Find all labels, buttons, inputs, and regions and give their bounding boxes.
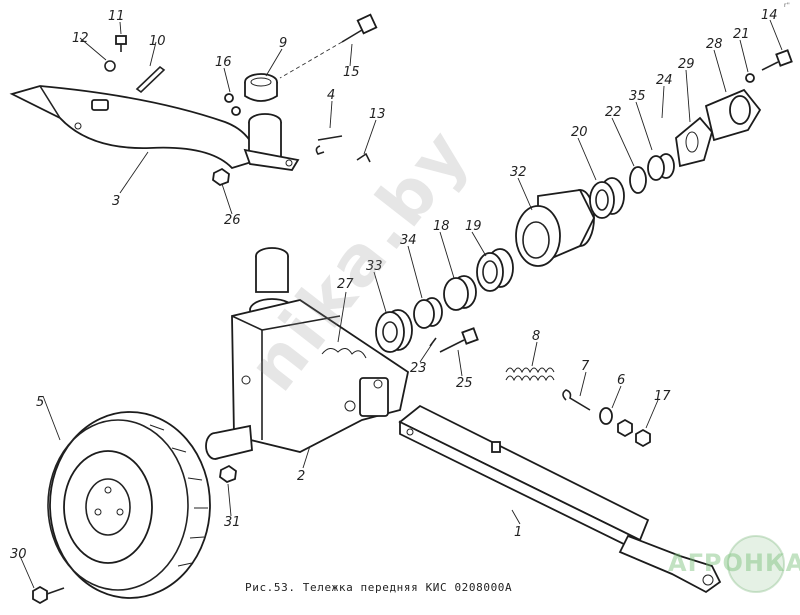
label-12: 12 — [72, 31, 89, 46]
part-bolt-14 — [761, 49, 793, 71]
corner-mark: r'' — [784, 2, 790, 9]
callout-labels: 1 2 3 4 5 6 7 8 9 10 11 12 13 14 15 16 1… — [10, 8, 778, 562]
part-chain — [321, 348, 367, 359]
label-11: 11 — [108, 9, 125, 24]
figure-caption: Рис.53. Тележка передняя КИС 0208000А — [245, 581, 513, 594]
part-washer-21 — [745, 73, 755, 83]
label-21: 21 — [733, 27, 750, 42]
part-bearing-20 — [589, 177, 625, 219]
label-7: 7 — [581, 359, 590, 374]
logo-text: АГРОНКА — [668, 549, 800, 577]
part-bearing-18 — [443, 275, 477, 311]
label-22: 22 — [605, 105, 622, 120]
part-wheel — [47, 411, 211, 599]
part-castle-nut — [647, 153, 675, 181]
part-cap-28 — [704, 88, 762, 142]
part-nut-16a — [224, 93, 234, 103]
label-35: 35 — [629, 89, 646, 104]
part-socket-bracket — [243, 113, 300, 171]
part-nut-16b — [231, 106, 241, 116]
part-seal-33 — [375, 309, 413, 353]
part-bolt-30 — [32, 585, 65, 605]
part-bolt-15 — [279, 13, 378, 79]
part-small-bolt — [115, 35, 127, 52]
logo — [727, 535, 785, 593]
part-ring-22 — [629, 166, 647, 194]
part-drawbar — [9, 85, 260, 170]
label-29: 29 — [678, 57, 695, 72]
part-pin-4 — [315, 135, 343, 155]
label-15: 15 — [343, 65, 360, 80]
part-hub — [515, 189, 596, 267]
label-17: 17 — [654, 389, 671, 404]
label-1: 1 — [514, 525, 522, 540]
part-gasket-29 — [675, 116, 713, 168]
label-9: 9 — [279, 36, 287, 51]
part-spring — [505, 367, 555, 382]
part-bearing-19 — [476, 248, 514, 292]
label-25: 25 — [456, 376, 473, 391]
part-washer-6 — [599, 407, 613, 425]
label-27: 27 — [337, 277, 354, 292]
part-carriage-body — [205, 247, 410, 460]
label-2: 2 — [297, 469, 305, 484]
label-30: 30 — [10, 547, 27, 562]
label-24: 24 — [656, 73, 673, 88]
label-33: 33 — [366, 259, 383, 274]
part-nut-26 — [212, 167, 230, 187]
part-pin-23 — [429, 337, 437, 347]
part-towing-beam — [398, 404, 722, 594]
label-18: 18 — [433, 219, 450, 234]
label-26: 26 — [224, 213, 241, 228]
part-nut-31 — [219, 464, 237, 484]
label-8: 8 — [532, 329, 540, 344]
part-ring — [104, 60, 116, 72]
part-ring-34 — [413, 297, 443, 329]
label-4: 4 — [327, 88, 335, 103]
label-5: 5 — [36, 395, 44, 410]
leader-lines — [19, 19, 783, 589]
label-3: 3 — [112, 194, 120, 209]
label-31: 31 — [224, 515, 241, 530]
label-28: 28 — [706, 37, 723, 52]
label-14: 14 — [761, 8, 778, 23]
label-16: 16 — [215, 55, 232, 70]
part-bent-pin — [135, 65, 166, 94]
part-nut-17b — [635, 428, 651, 448]
label-20: 20 — [571, 125, 588, 140]
part-bolt-25 — [439, 327, 479, 353]
label-19: 19 — [465, 219, 482, 234]
part-eye-bolt — [562, 389, 591, 411]
part-clip-13 — [356, 152, 371, 163]
label-34: 34 — [400, 233, 417, 248]
label-23: 23 — [410, 361, 427, 376]
label-10: 10 — [149, 34, 166, 49]
label-13: 13 — [369, 107, 386, 122]
part-nut-17a — [617, 418, 633, 438]
part-bushing — [244, 73, 278, 102]
label-6: 6 — [617, 373, 625, 388]
label-32: 32 — [510, 165, 527, 180]
